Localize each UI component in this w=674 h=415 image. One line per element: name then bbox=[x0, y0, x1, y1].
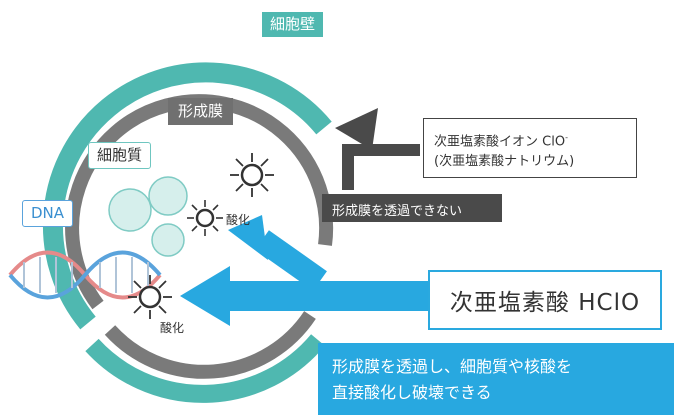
blocked-caption: 形成膜を透過できない bbox=[322, 194, 502, 222]
cytoplasm-bubble bbox=[151, 223, 185, 257]
blocked-arrow bbox=[335, 108, 420, 190]
hclo-box: 次亜塩素酸 HClO bbox=[428, 270, 662, 330]
hypochlorite-ion-line1: 次亜塩素酸イオン ClO bbox=[434, 134, 566, 150]
membrane-label: 形成膜 bbox=[168, 98, 234, 125]
hclo-label: 次亜塩素酸 HClO bbox=[449, 290, 641, 316]
penetration-line1: 形成膜を透過し、細胞質や核酸を bbox=[332, 357, 573, 376]
penetration-arrow bbox=[180, 215, 430, 326]
penetration-caption: 形成膜を透過し、細胞質や核酸を 直接酸化し破壊できる bbox=[318, 343, 674, 415]
dna-helix bbox=[8, 250, 162, 300]
oxidation-spark-icon bbox=[230, 153, 274, 197]
oxidation-spark-icon bbox=[187, 200, 223, 236]
hypochlorite-ion-box: 次亜塩素酸イオン ClO- (次亜塩素酸ナトリウム) bbox=[423, 118, 637, 178]
cytoplasm-bubble bbox=[108, 188, 152, 232]
hypochlorite-ion-line2: (次亜塩素酸ナトリウム) bbox=[434, 154, 575, 170]
oxidation-label: 酸化 bbox=[226, 213, 251, 227]
cell-wall-label: 細胞壁 bbox=[262, 12, 324, 37]
membrane-ring-lower bbox=[104, 311, 316, 379]
oxidation-spark-icon bbox=[128, 275, 172, 319]
cell-wall-ring-lower bbox=[85, 334, 325, 403]
dna-label: DNA bbox=[22, 200, 74, 227]
oxidation-label: 酸化 bbox=[160, 321, 185, 335]
penetration-line2: 直接酸化し破壊できる bbox=[332, 383, 492, 402]
cytoplasm-bubble bbox=[148, 176, 188, 216]
ion-charge: - bbox=[565, 133, 568, 142]
membrane-ring bbox=[65, 94, 334, 310]
cytoplasm-label: 細胞質 bbox=[88, 142, 152, 169]
